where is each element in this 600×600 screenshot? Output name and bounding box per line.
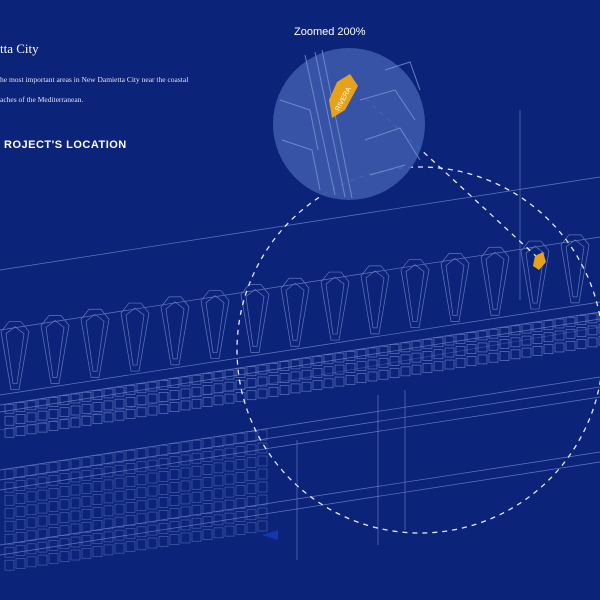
description-line: aches of the Mediterranean. bbox=[0, 95, 84, 104]
master-plan-lines bbox=[0, 110, 600, 571]
intro-title: tta City bbox=[0, 41, 39, 56]
rivera-marker bbox=[329, 74, 358, 118]
description-line: he most important areas in New Damietta … bbox=[0, 75, 189, 84]
zoom-label: Zoomed 200% bbox=[294, 26, 366, 38]
project-marker bbox=[533, 252, 546, 270]
intro-description: he most important areas in New Damietta … bbox=[0, 70, 220, 110]
zoom-area-dashed-circle bbox=[236, 166, 600, 534]
zoom-callout-circle bbox=[273, 48, 425, 200]
zoom-callout-streets bbox=[279, 49, 421, 199]
section-heading: ROJECT'S LOCATION bbox=[4, 139, 127, 151]
